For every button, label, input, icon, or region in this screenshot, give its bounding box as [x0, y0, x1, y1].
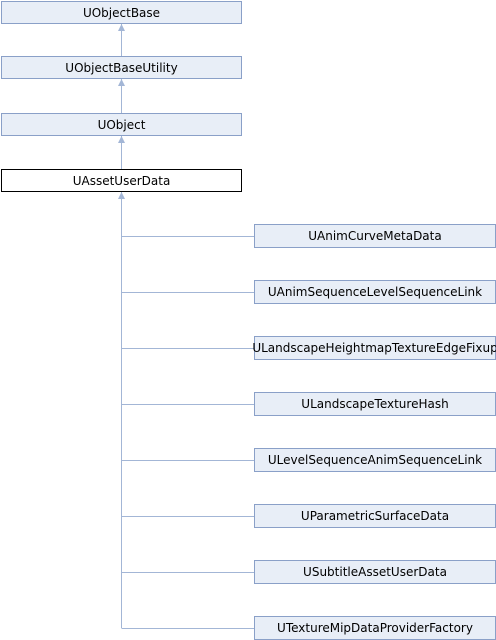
class-node-uobject[interactable]: UObject [1, 113, 242, 136]
inheritance-arrowheads [118, 24, 125, 199]
class-node-uobjectbaseutility[interactable]: UObjectBaseUtility [1, 56, 242, 79]
arrowhead-uassetuserdata [118, 192, 125, 199]
inheritance-edges [121, 24, 254, 629]
arrowhead-uobjectbase [118, 24, 125, 31]
class-node-uassetuserdata: UAssetUserData [1, 169, 242, 192]
class-node-uanimsequencelevelsequencelink[interactable]: UAnimSequenceLevelSequenceLink [254, 280, 496, 304]
class-node-utexturemipdataproviderfactory[interactable]: UTextureMipDataProviderFactory [254, 616, 496, 640]
class-node-uparametricsurfacedata[interactable]: UParametricSurfaceData [254, 504, 496, 528]
class-node-ulandscapeheightmaptextureedgefixup[interactable]: ULandscapeHeightmapTextureEdgeFixup [252, 336, 496, 360]
class-node-uanimcurvemetadata[interactable]: UAnimCurveMetaData [254, 224, 496, 248]
class-node-uobjectbase[interactable]: UObjectBase [1, 1, 242, 24]
class-node-usubtitleassetuserdata[interactable]: USubtitleAssetUserData [254, 560, 496, 584]
arrowhead-uobjectbaseutility [118, 79, 125, 86]
class-node-ulevelsequenceanimsequencelink[interactable]: ULevelSequenceAnimSequenceLink [254, 448, 496, 472]
arrowhead-uobject [118, 136, 125, 143]
class-node-ulandscapetexturehash[interactable]: ULandscapeTextureHash [254, 392, 496, 416]
